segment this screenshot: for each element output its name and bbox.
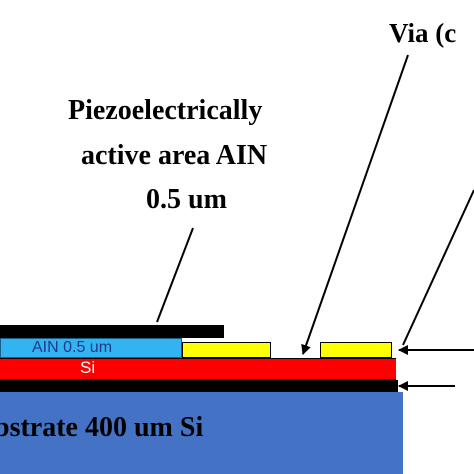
piezo-label-line2: active area AIN [81, 140, 268, 171]
aln-layer-label: AIN 0.5 um [32, 339, 113, 356]
aln-layer [0, 338, 182, 358]
right-leader-line [402, 189, 474, 346]
substrate-label: bstrate 400 um Si [0, 412, 204, 443]
via-label: Via (c [389, 18, 457, 48]
contact-pad-left [182, 342, 271, 358]
piezo-label-line1: Piezoelectrically [68, 95, 263, 126]
top-electrode [0, 325, 224, 338]
piezo-label-line3: 0.5 um [146, 184, 227, 215]
piezo-leader-line [156, 227, 194, 323]
si-layer-label: Si [80, 358, 96, 377]
via-arrow [301, 54, 409, 355]
oxide-layer [0, 380, 398, 392]
contact-pad-right [320, 342, 392, 358]
substrate-layer [0, 392, 403, 474]
si-device-layer [0, 358, 396, 380]
